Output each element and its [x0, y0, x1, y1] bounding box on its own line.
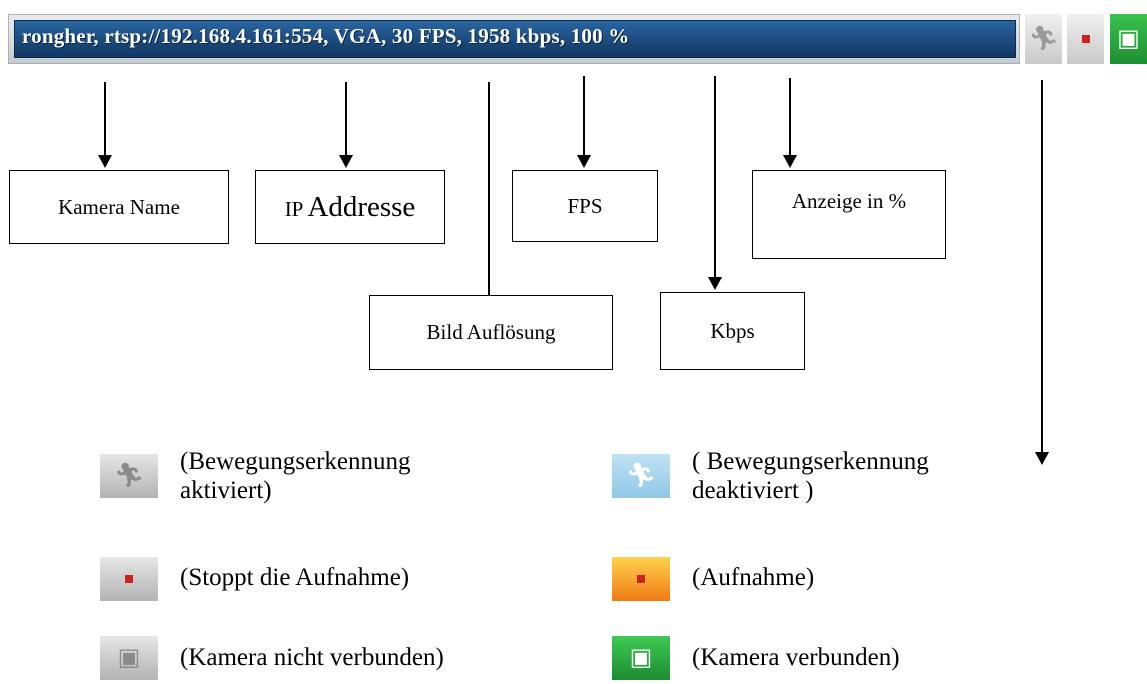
record-button[interactable]: [1067, 14, 1104, 64]
arrow-buttons-line: [1041, 80, 1043, 453]
label-percent: Anzeige in %: [791, 189, 907, 213]
label-box-ip-address: IP Addresse: [255, 170, 445, 244]
legend-stop-record-text: (Stoppt die Aufnahme): [180, 564, 410, 591]
label-resolution: Bild Auflösung: [426, 320, 556, 344]
label-box-camera-name: Kamera Name: [9, 170, 229, 244]
arrow-camera-name-line: [104, 82, 106, 156]
legend-camera-connected-text: (Kamera verbunden): [692, 644, 900, 671]
camera-connected-icon: ▣: [1117, 26, 1140, 52]
legend-record-icon: [612, 557, 670, 601]
arrow-fps-head: [577, 155, 591, 168]
legend-stop-record-icon: [100, 557, 158, 601]
legend-camera-connected-icon: ▣: [612, 636, 670, 680]
motion-detection-icon: 🏃︎: [1028, 26, 1059, 52]
camera-info-text: rongher, rtsp://192.168.4.161:554, VGA, …: [22, 24, 630, 48]
arrow-kbps-line: [714, 76, 716, 278]
label-kbps: Kbps: [710, 318, 755, 343]
arrow-camera-name-head: [98, 155, 112, 168]
legend-motion-active-icon: 🏃︎: [100, 454, 158, 498]
legend-record-text: (Aufnahme): [692, 564, 815, 591]
label-ip-word: Addresse: [307, 190, 416, 223]
label-fps: FPS: [567, 193, 603, 218]
label-camera-name: Kamera Name: [58, 194, 180, 219]
legend-motion-active-text: (Bewegungserkennung aktiviert): [180, 448, 411, 504]
camera-connection-button[interactable]: ▣: [1110, 14, 1147, 64]
label-box-percent: Anzeige in %: [752, 170, 946, 259]
arrow-fps-line: [583, 76, 585, 156]
arrow-percent-line: [789, 78, 791, 156]
stop-record-icon: [1081, 35, 1090, 43]
arrow-buttons-head: [1035, 452, 1049, 465]
arrow-ip-head: [339, 155, 353, 168]
legend-camera-disconnected-icon: ▣: [100, 636, 158, 680]
arrow-percent-head: [783, 155, 797, 168]
arrow-ip-line: [345, 82, 347, 156]
arrow-resolution-line: [488, 82, 490, 306]
label-ip-prefix: IP: [284, 196, 304, 221]
camera-title-bar: rongher, rtsp://192.168.4.161:554, VGA, …: [0, 14, 1147, 66]
legend-motion-inactive-icon: 🏃︎: [612, 454, 670, 498]
label-ip-address: IP Addresse: [285, 191, 416, 224]
label-box-fps: FPS: [512, 170, 658, 242]
label-box-resolution: Bild Auflösung: [369, 295, 613, 370]
legend-motion-inactive-text: ( Bewegungserkennung deaktiviert ): [692, 448, 929, 504]
arrow-kbps-head: [708, 277, 722, 290]
title-bar-strip: [14, 20, 1016, 58]
label-box-kbps: Kbps: [660, 292, 805, 370]
motion-detection-button[interactable]: 🏃︎: [1025, 14, 1062, 64]
legend-camera-disconnected-text: (Kamera nicht verbunden): [180, 644, 444, 671]
